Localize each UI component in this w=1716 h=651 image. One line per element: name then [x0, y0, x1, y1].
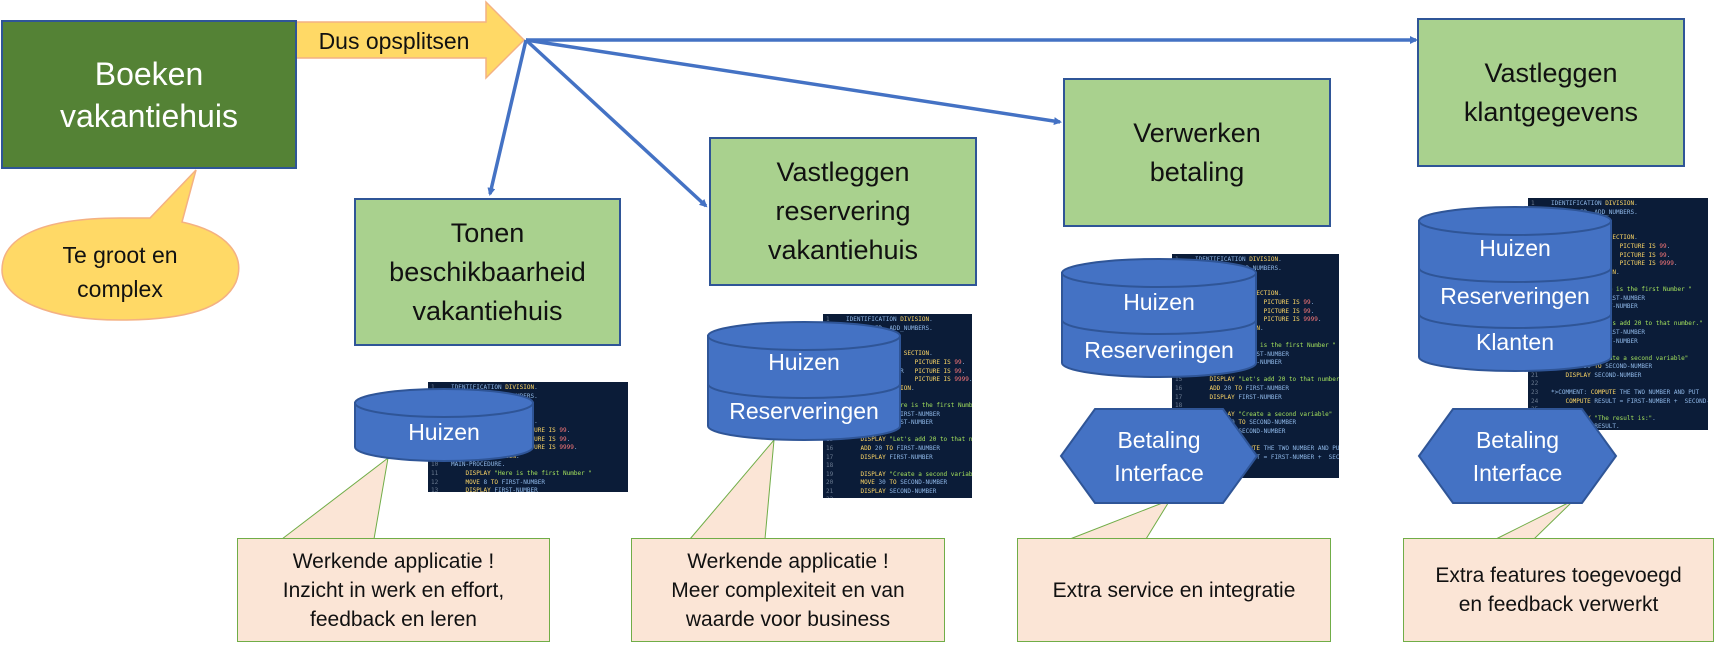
arrow-to-story-2 — [524, 38, 708, 208]
note-4: Extra features toegevoegd en feedback ve… — [1403, 538, 1714, 642]
code-line: 19 DISPLAY "Create a second variable" — [826, 470, 972, 478]
code-line: 17 DISPLAY FIRST-NUMBER — [826, 453, 933, 461]
split-arrow-label: Dus opsplitsen — [318, 28, 470, 54]
code-line: 16 ADD 20 TO FIRST-NUMBER — [826, 444, 940, 452]
note-3: Extra service en integratie — [1017, 538, 1331, 642]
code-line: 17 DISPLAY FIRST-NUMBER — [1175, 393, 1282, 401]
db4-label-klanten: Klanten — [1475, 329, 1554, 355]
database-cylinder-3 — [1061, 258, 1257, 378]
code-line: 23*>COMMENT: COMPUTE THE TWO NUMBER AND … — [1531, 389, 1700, 397]
db3-label-reserveringen: Reserveringen — [1084, 337, 1234, 363]
code-line: 24 COMPUTE RESULT = FIRST-NUMBER + SECON… — [1531, 397, 1708, 405]
code-line: 21 DISPLAY SECOND-NUMBER — [1531, 371, 1642, 379]
code-line: 12 MOVE 8 TO FIRST-NUMBER — [431, 478, 545, 486]
code-line: 18 — [826, 462, 834, 470]
story-box-vastleggen-reservering: Vastleggen reservering vakantiehuis — [709, 137, 977, 286]
database-cylinder-2 — [707, 321, 901, 441]
code-line: 21 DISPLAY SECOND-NUMBER — [826, 487, 937, 495]
story-box-verwerken-betaling: Verwerken betaling — [1063, 78, 1331, 227]
db4-label-reserveringen: Reserveringen — [1440, 283, 1590, 309]
db2-label-reserveringen: Reserveringen — [729, 398, 879, 424]
note-1: Werkende applicatie ! Inzicht in werk en… — [237, 538, 550, 642]
interface-hexagon-3 — [1059, 408, 1259, 504]
code-line: 20 MOVE 30 TO SECOND-NUMBER — [826, 479, 948, 487]
interface-hexagon-4 — [1417, 408, 1618, 504]
code-line: 11 DISPLAY "Here is the first Number " — [431, 469, 592, 477]
warning-callout-shape — [1, 169, 240, 321]
code-line: 16 ADD 20 TO FIRST-NUMBER — [1175, 384, 1289, 392]
story-box-tonen-beschikbaarheid: Tonen beschikbaarheid vakantiehuis — [354, 198, 621, 346]
code-line: 18 — [1175, 402, 1183, 410]
db4-label-huizen: Huizen — [1479, 235, 1551, 261]
story-box-vastleggen-klantgegevens: Vastleggen klantgegevens — [1417, 18, 1685, 167]
note-2: Werkende applicatie ! Meer complexiteit … — [631, 538, 945, 642]
code-line: 22 — [826, 496, 972, 498]
db3-label-huizen: Huizen — [1123, 289, 1195, 315]
database-cylinder-1 — [354, 388, 534, 462]
database-cylinder-4 — [1418, 206, 1612, 372]
code-line: 22 — [1531, 380, 1539, 388]
db2-label-huizen: Huizen — [768, 349, 840, 375]
main-box-boeken-vakantiehuis: Boeken vakantiehuis — [1, 20, 297, 169]
arrow-to-story-3 — [525, 38, 1062, 126]
db1-label-huizen: Huizen — [408, 419, 480, 445]
split-arrow-shape — [295, 0, 526, 80]
interface-label-4: Betaling Interface — [1472, 427, 1563, 486]
code-line: 15 DISPLAY "Let's add 20 to that number.… — [1175, 376, 1339, 384]
code-line: 13 DISPLAY FIRST-NUMBER — [431, 487, 538, 492]
arrow-to-story-1 — [487, 39, 528, 196]
warning-bubble-text: Te groot en complex — [62, 242, 178, 302]
interface-label-3: Betaling Interface — [1114, 427, 1204, 486]
